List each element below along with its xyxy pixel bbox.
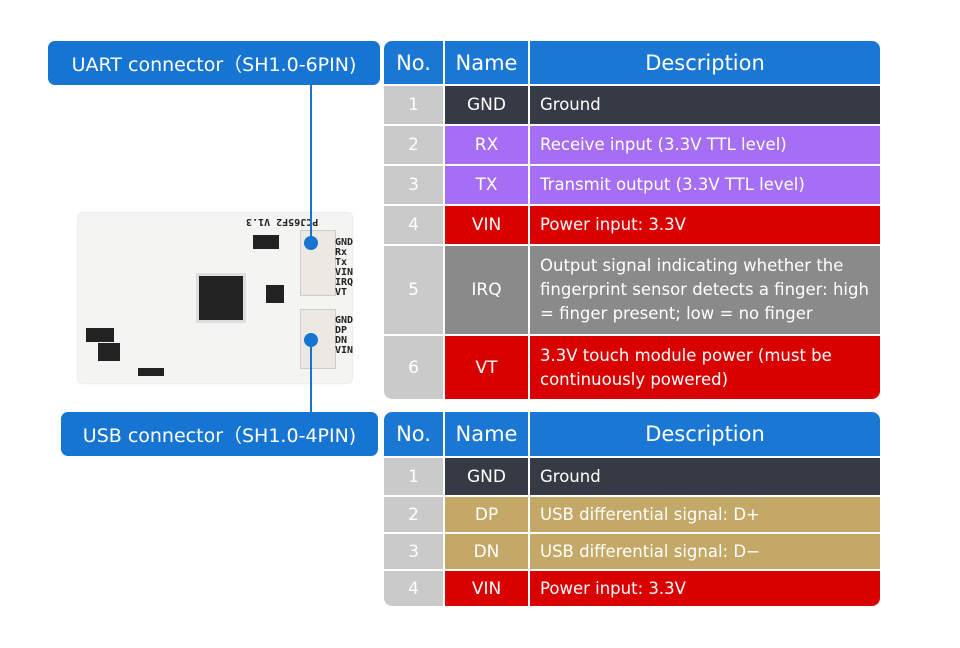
usb-connector	[300, 309, 336, 369]
component	[253, 235, 279, 249]
pin-number: 4	[384, 206, 443, 244]
pin-name: IRQ	[445, 246, 528, 334]
pin-number: 3	[384, 166, 443, 204]
pin-name: VT	[445, 336, 528, 399]
component	[138, 368, 164, 376]
pin-number: 5	[384, 246, 443, 334]
pin-description: Power input: 3.3V	[530, 206, 880, 244]
usb-leader-dot	[304, 333, 318, 347]
header-description: Description	[530, 412, 880, 456]
silkscreen-pin-label: Rx	[335, 247, 348, 258]
pin-name: GND	[445, 458, 528, 495]
silkscreen-pin-label: GND	[335, 315, 354, 326]
pin-description: Ground	[530, 458, 880, 495]
header-name: Name	[445, 412, 528, 456]
pin-number: 2	[384, 497, 443, 532]
component	[98, 343, 120, 361]
header-description: Description	[530, 41, 880, 84]
header-no: No.	[384, 412, 443, 456]
silkscreen-pin-label: VIN	[335, 267, 354, 278]
usb-leader-line	[310, 340, 312, 412]
uart-leader-dot	[304, 236, 318, 250]
component	[266, 285, 284, 303]
mcu-chip	[196, 273, 246, 323]
component	[86, 328, 114, 342]
pin-name: VIN	[445, 571, 528, 606]
pin-number: 1	[384, 458, 443, 495]
pin-name: GND	[445, 86, 528, 124]
pin-number: 2	[384, 126, 443, 164]
header-no: No.	[384, 41, 443, 84]
pin-description: Output signal indicating whether the fin…	[530, 246, 880, 334]
pin-name: DN	[445, 534, 528, 569]
pin-number: 6	[384, 336, 443, 399]
pin-description: Power input: 3.3V	[530, 571, 880, 606]
pin-description: 3.3V touch module power (must be continu…	[530, 336, 880, 399]
pin-description: Ground	[530, 86, 880, 124]
board-marking: PCJ65F2 V1.3	[246, 216, 319, 227]
uart-connector-label: UART connector（SH1.0-6PIN)	[48, 41, 380, 85]
silkscreen-pin-label: DP	[335, 325, 348, 336]
usb-connector-label: USB connector（SH1.0-4PIN)	[61, 412, 378, 456]
pin-number: 1	[384, 86, 443, 124]
pin-description: Receive input (3.3V TTL level)	[530, 126, 880, 164]
silkscreen-pin-label: VIN	[335, 345, 354, 356]
pin-description: USB differential signal: D+	[530, 497, 880, 532]
silkscreen-pin-label: GND	[335, 237, 354, 248]
silkscreen-pin-label: IRQ	[335, 277, 354, 288]
pin-name: VIN	[445, 206, 528, 244]
header-name: Name	[445, 41, 528, 84]
silkscreen-pin-label: DN	[335, 335, 348, 346]
pin-name: DP	[445, 497, 528, 532]
pin-description: USB differential signal: D−	[530, 534, 880, 569]
uart-leader-line	[310, 85, 312, 243]
pin-name: RX	[445, 126, 528, 164]
pin-description: Transmit output (3.3V TTL level)	[530, 166, 880, 204]
pin-number: 3	[384, 534, 443, 569]
pin-name: TX	[445, 166, 528, 204]
silkscreen-pin-label: Tx	[335, 257, 348, 268]
pin-number: 4	[384, 571, 443, 606]
silkscreen-pin-label: VT	[335, 287, 348, 298]
